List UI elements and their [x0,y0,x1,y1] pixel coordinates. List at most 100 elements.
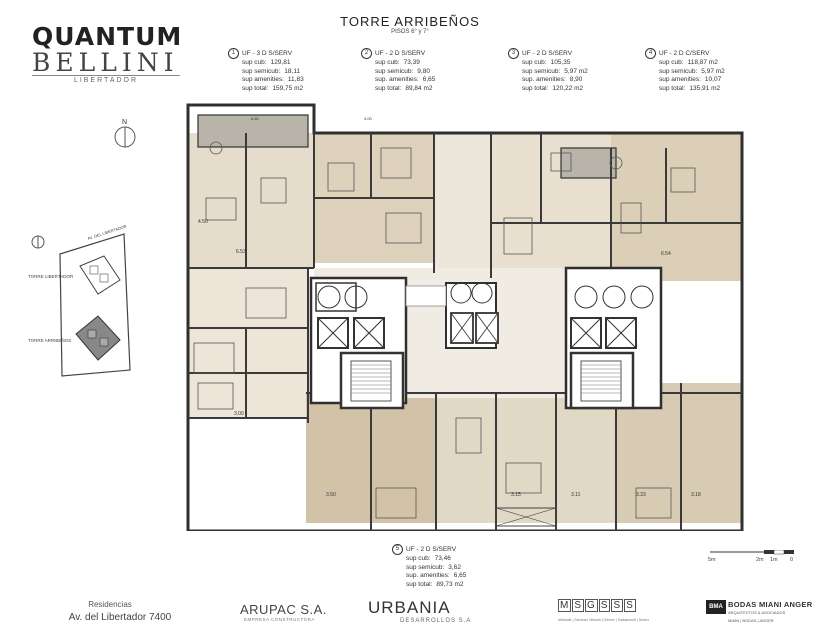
logo-urbania: URBANIA [368,598,451,617]
row-label: sup cub: [375,59,400,66]
terrace-4 [560,147,617,179]
unit-name: UF - 2 D S/SERV [406,546,457,554]
logo-bma-mark: BMA [706,600,726,614]
core-upper [434,133,494,273]
dim-label: 4.50 [198,219,208,225]
row-label: sup semicub: [659,67,698,75]
brand-divider [32,75,180,76]
logo-letter: G [585,599,598,612]
unit-4-area [611,133,742,281]
unit-name: UF - 2 D S/SERV [375,50,426,58]
row-value: 6,65 [453,572,467,579]
row-value: 5,97 m2 [701,67,725,75]
dim-label: 3.18 [691,492,701,498]
row-value: 89,84 m2 [405,84,433,92]
core-middle [405,282,499,349]
row-value: 5,97 m2 [564,67,588,75]
row-label: sup amenities: [242,76,284,83]
unit-name: UF - 3 D S/SERV [242,50,293,58]
row-value: 89,73 m2 [436,580,464,588]
logo-arupac-sub: EMPRESA CONSTRUCTORA [244,617,315,622]
plan-title: TORRE ARRIBEÑOS [340,14,480,29]
scale-label-2m: 2m [756,557,764,563]
dim-label: 3.33 [636,492,646,498]
site-key-diagram: AV. DEL LIBERTADOR TORRE LIBERTADOR TORR… [28,224,131,377]
row-label: sup semicub: [242,67,281,75]
dim-label: 6.54 [661,251,671,257]
core-left [309,276,408,410]
row-label: sup semicub: [522,67,561,75]
row-label: sup cub: [659,59,684,66]
scale-label-0: 0 [790,557,794,563]
torre-arribenos-label: TORRE ARRIBEÑOS [28,337,71,343]
row-value: 18,11 [284,67,301,75]
unit-number-badge: 3 [508,48,519,59]
row-label: sup. amenities: [522,76,566,83]
row-label: sup semicub: [406,563,445,571]
row-label: sup cub: [522,59,547,66]
row-label: sup total: [659,84,686,92]
outer-wall [186,103,744,531]
row-value: 118,87 m2 [687,59,718,66]
unit-5-area [306,393,456,523]
entrance [495,507,557,527]
row-label: sup cub: [242,59,267,66]
logo-arupac: ARUPAC S.A. [240,602,327,617]
logo-letter: S [611,599,624,612]
unit-name: UF - 2 D S/SERV [522,50,573,58]
site-outline [59,233,131,377]
plan-subtitle: PISOS 6° y 7° [391,29,429,35]
brand-bellini: BELLINI [32,48,179,77]
row-value: 9,80 [417,67,430,75]
unit-number-badge: 4 [645,48,656,59]
row-value: 10,07 [704,76,722,83]
row-value: 105,35 [550,59,571,66]
furniture [193,141,696,519]
row-value: 129,81 [270,59,291,66]
torre-libertador-label: TORRE LIBERTADOR [28,274,74,279]
logo-bma-sub2: MIANI | BODAS | ANGER [728,618,774,623]
unit-number-badge: 2 [361,48,372,59]
unit-number-badge: 5 [392,544,403,555]
footer-address: Av. del Libertador 7400 [68,612,172,623]
row-value: 159,75 m2 [272,84,304,92]
brand-libertador: LIBERTADOR [73,77,139,84]
row-label: sup. amenities: [375,76,419,83]
scale-bar [710,550,794,555]
dim-label: 3.50 [326,492,336,498]
core-right [564,266,663,410]
logo-letter: S [598,599,611,612]
row-label: sup. amenities: [406,572,450,579]
dim-label: 4.00 [364,116,373,121]
scale-label-5m: 5m [708,557,716,563]
logo-letter: S [572,599,585,612]
unit-3-lower-area [436,393,616,523]
north-label: N [122,119,127,126]
site-av-label: AV. DEL LIBERTADOR [87,224,127,241]
floor-plan: 6.60 4.00 [186,103,744,531]
row-label: sup total: [375,84,402,92]
logo-msgsss-sub: Mariante | Sánchez Viñuela | Gómez | Sal… [558,618,649,622]
row-value: 3,62 [448,563,461,571]
row-value: 6,65 [422,76,436,83]
row-label: sup cub: [406,555,431,562]
dim-label: 6.53 [236,249,246,255]
row-label: sup semicub: [375,67,414,75]
row-value: 73,46 [434,555,451,562]
row-label: sup amenities: [659,76,701,83]
row-value: 135,91 m2 [689,84,721,92]
north-arrow-icon: N [114,119,136,148]
brand-quantum: QUANTUM [32,22,183,51]
dim-label: 3.15 [511,492,521,498]
footer-residencias: Residencias [88,600,132,609]
logo-bma-sub1: ARQUITECTOS & ASOCIADOS [728,610,786,615]
dim-label: 6.60 [251,116,260,121]
row-value: 120,22 m2 [552,84,584,92]
row-value: 8,90 [569,76,583,83]
